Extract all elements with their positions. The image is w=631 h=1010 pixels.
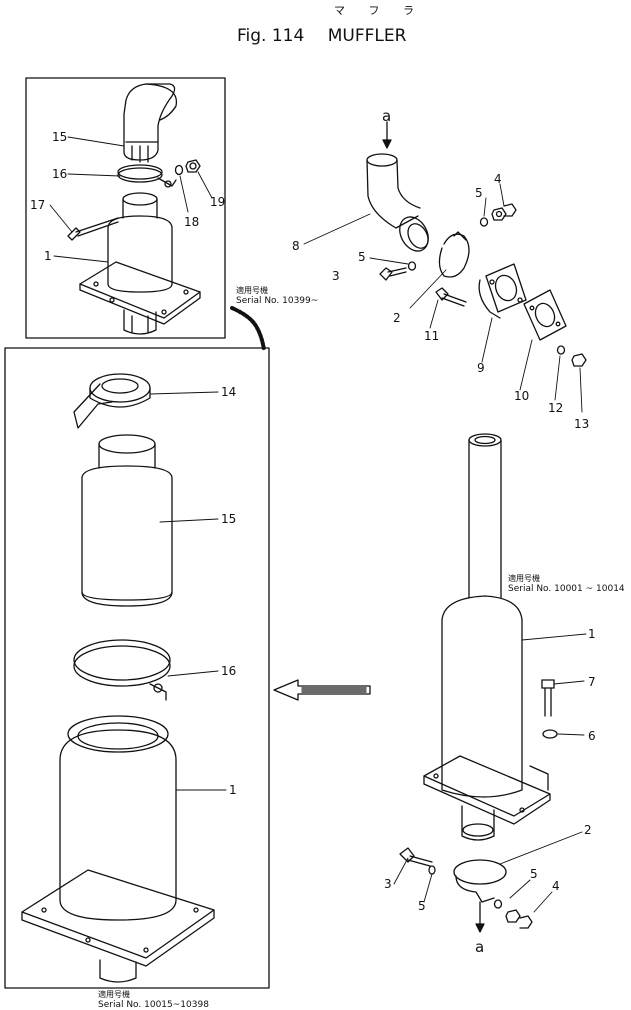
callout-3: 3: [384, 877, 392, 891]
callout-labels: 15 16 17 18 19 1 14 15 16 1 a 8 5 3 2 11…: [30, 107, 596, 956]
callout-2: 2: [584, 823, 592, 837]
callout-9: 9: [477, 361, 485, 375]
callout-19: 19: [210, 195, 225, 209]
callout-18: 18: [184, 215, 199, 229]
callout-4: 4: [494, 172, 502, 186]
nut-part: [571, 353, 587, 367]
tall-muffler-part: [423, 433, 551, 841]
nut-part: [491, 203, 517, 221]
callout-5: 5: [475, 186, 483, 200]
nut-part: [505, 909, 533, 929]
exhaust-clamp-part: [453, 859, 507, 903]
callout-a: a: [382, 107, 391, 125]
washer-part: [493, 899, 503, 909]
muffler-body-large: [21, 715, 215, 983]
nut-part: [185, 159, 201, 173]
leader-lines-bottom: [149, 391, 227, 791]
serial-jp: 適用号機: [98, 990, 130, 999]
wavy-connector: [230, 306, 266, 352]
elbow-pipe-part: [366, 153, 429, 252]
serial-jp: 適用号機: [236, 286, 268, 295]
figure-name: MUFFLER: [327, 26, 407, 46]
leader-lines-right-top: [303, 183, 583, 413]
callout-3: 3: [332, 269, 340, 283]
serial-text: Serial No. 10001 ~ 10014: [508, 584, 625, 594]
washer-part: [407, 261, 417, 271]
callout-11: 11: [424, 329, 439, 343]
figure-title: Fig. 114 MUFFLER: [237, 26, 406, 46]
band-clamp-part: [73, 639, 171, 701]
leader-lines-top: [49, 136, 213, 263]
direction-arrow: [273, 679, 371, 701]
elbow-cap-part: [123, 83, 178, 163]
callout-6: 6: [588, 729, 596, 743]
bolt-part: [379, 267, 407, 281]
callout-16: 16: [221, 664, 236, 678]
callout-1: 1: [44, 249, 52, 263]
flange-pipe-part: [478, 263, 527, 319]
washer-part: [174, 164, 184, 176]
flow-arrow-head: [475, 923, 485, 933]
clamp-ring-part: [117, 164, 177, 188]
callout-13: 13: [574, 417, 589, 431]
callout-14: 14: [221, 385, 236, 399]
figure-number: Fig. 114: [237, 26, 305, 46]
callout-12: 12: [548, 401, 563, 415]
callout-15: 15: [52, 130, 67, 144]
serial-text: Serial No. 10015~10398: [98, 1000, 209, 1010]
callout-10: 10: [514, 389, 529, 403]
serial-note-right: 適用号機 Serial No. 10001 ~ 10014: [508, 574, 625, 594]
serial-jp: 適用号機: [508, 574, 540, 583]
callout-1: 1: [229, 783, 237, 797]
serial-note-top-left: 適用号機 Serial No. 10399~: [236, 286, 318, 306]
inset-box-top: [25, 77, 226, 339]
washer-part: [479, 217, 489, 227]
exhaust-clamp-part: [438, 231, 470, 278]
bolt-part: [67, 217, 119, 241]
callout-2: 2: [393, 311, 401, 325]
bolt-part: [435, 287, 467, 307]
callout-7: 7: [588, 675, 596, 689]
callout-1: 1: [588, 627, 596, 641]
gasket-part: [523, 289, 567, 341]
serial-note-bottom-left: 適用号機 Serial No. 10015~10398: [98, 990, 209, 1010]
callout-17: 17: [30, 198, 45, 212]
callout-5: 5: [418, 899, 426, 913]
muffler-body-small: [79, 192, 201, 335]
washer-part: [542, 729, 558, 739]
leader-lines-right: [393, 633, 587, 913]
callout-5: 5: [530, 867, 538, 881]
serial-text: Serial No. 10399~: [236, 296, 319, 306]
callout-15: 15: [221, 512, 236, 526]
title-kana: マ フ ラ: [334, 4, 424, 17]
bolt-part: [399, 847, 433, 867]
callout-16: 16: [52, 167, 67, 181]
inset-box-bottom: [4, 347, 270, 989]
callout-8: 8: [292, 239, 300, 253]
washer-part: [556, 345, 566, 355]
flow-arrow-head: [382, 139, 392, 149]
callout-4: 4: [552, 879, 560, 893]
washer-part: [428, 865, 436, 875]
callout-a: a: [475, 938, 484, 956]
bolt-part: [541, 679, 555, 717]
callout-5: 5: [358, 250, 366, 264]
muffler-tube-part: [81, 434, 173, 607]
rain-cap-part: [73, 373, 151, 429]
